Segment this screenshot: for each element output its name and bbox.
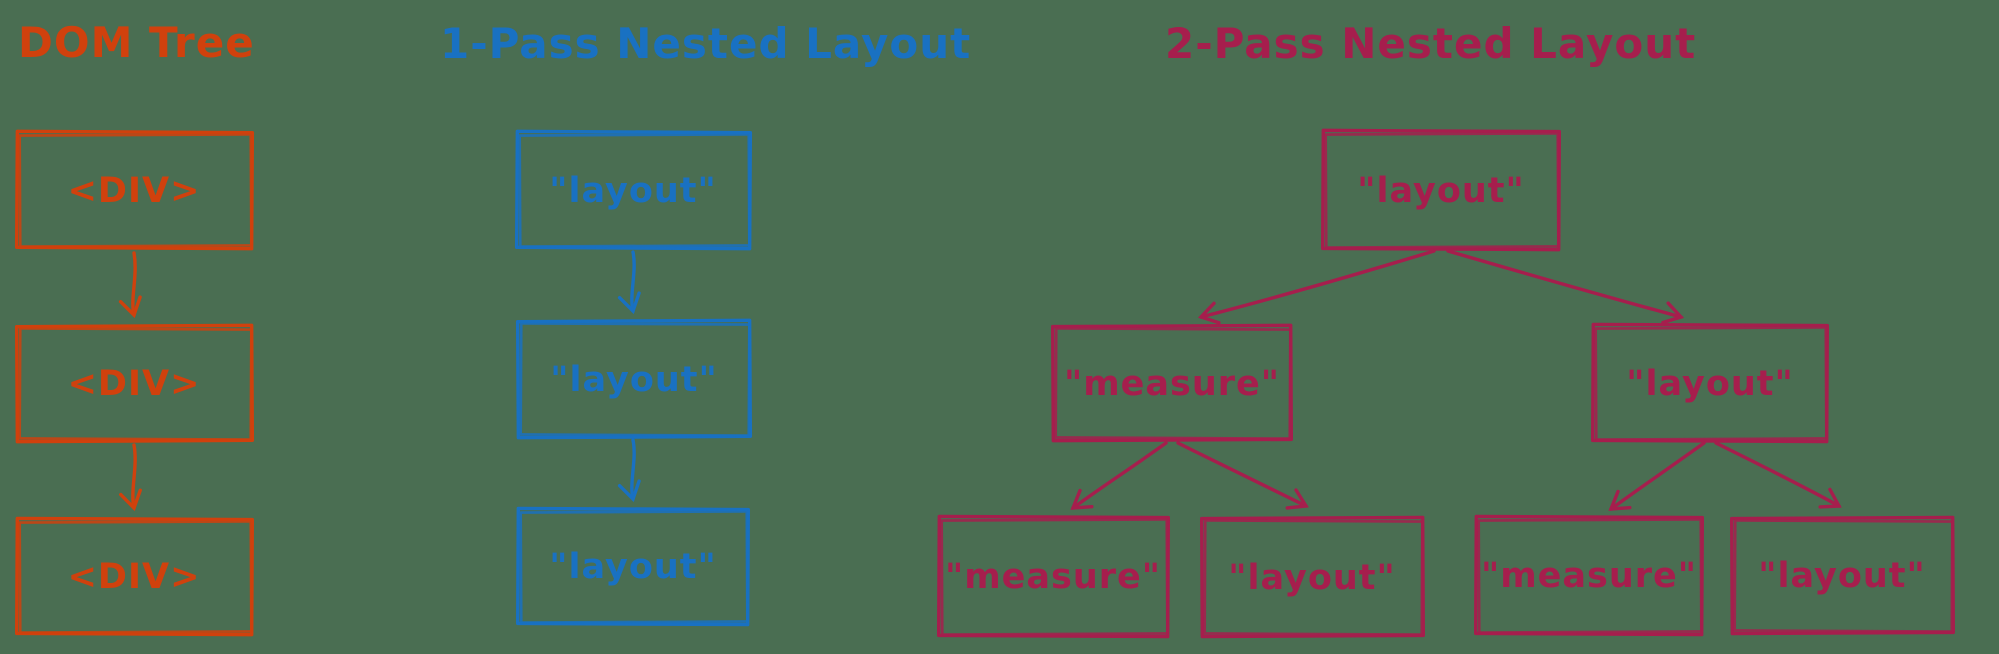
two-pass-l3-layout-1-label: "layout" [1228, 558, 1396, 598]
dom-node-2-label: <DIV> [68, 364, 201, 404]
two-pass-l2-measure-label: "measure" [1064, 364, 1280, 404]
box-outline-sketch [940, 518, 1169, 636]
arrow-root-to-measure [1197, 249, 1436, 325]
box-outline-sketch [18, 520, 253, 634]
box-outline-sketch [1324, 132, 1560, 249]
one-pass-node-3: "layout" [515, 506, 750, 627]
dom-node-2: <DIV> [14, 323, 255, 444]
dom-node-3-label: <DIV> [68, 557, 201, 597]
box-outline-sketch [18, 133, 253, 248]
box-outline-sketch [519, 322, 751, 437]
two-pass-l2-measure: "measure" [1051, 323, 1293, 443]
one-pass-node-3-label: "layout" [549, 547, 717, 587]
two-pass-l2-layout-label: "layout" [1626, 364, 1794, 404]
box-outline-sketch [519, 510, 749, 624]
two-pass-title: 2-Pass Nested Layout [1165, 19, 1696, 68]
two-pass-root-label: "layout" [1357, 171, 1525, 211]
arrow-measure-to-layout [1176, 441, 1309, 510]
box-outline-sketch [1594, 326, 1828, 441]
box-outline-sketch [518, 133, 751, 248]
arrow-layout-to-layout [1714, 441, 1842, 509]
box-outline-sketch [1054, 327, 1292, 440]
dom-tree-section: DOM Tree <DIV> <DIV> <DIV> [14, 18, 255, 637]
one-pass-title: 1-Pass Nested Layout [440, 19, 971, 68]
one-pass-node-1: "layout" [514, 129, 753, 251]
two-pass-l3-measure-2: "measure" [1473, 514, 1705, 637]
arrow-one-pass-1-2 [617, 250, 641, 315]
two-pass-l3-layout-2-label: "layout" [1758, 556, 1926, 596]
one-pass-section: 1-Pass Nested Layout "layout" "layout" "… [440, 19, 971, 627]
one-pass-node-2-label: "layout" [550, 360, 718, 400]
box-outline-sketch [1733, 519, 1954, 633]
two-pass-root: "layout" [1320, 128, 1562, 252]
arrow-measure-to-measure [1070, 441, 1168, 510]
box-outline-sketch [1477, 518, 1703, 634]
one-pass-node-2: "layout" [515, 318, 753, 440]
two-pass-l3-measure-2-label: "measure" [1481, 556, 1697, 596]
dom-node-3: <DIV> [14, 516, 254, 637]
dom-tree-title: DOM Tree [18, 18, 255, 67]
arrow-layout-to-measure [1608, 441, 1706, 511]
two-pass-l2-layout: "layout" [1590, 322, 1830, 444]
two-pass-l3-layout-1: "layout" [1199, 515, 1426, 639]
dom-node-1: <DIV> [14, 129, 255, 251]
dom-node-1-label: <DIV> [68, 171, 201, 211]
box-outline-sketch [1203, 519, 1424, 636]
arrow-one-pass-2-3 [617, 438, 641, 503]
two-pass-l3-measure-1-label: "measure" [945, 557, 1161, 597]
two-pass-l3-layout-2: "layout" [1730, 515, 1956, 636]
one-pass-node-1-label: "layout" [549, 171, 717, 211]
two-pass-l3-measure-1: "measure" [936, 514, 1171, 639]
arrow-dom-1-2 [118, 251, 142, 319]
arrow-dom-2-3 [119, 443, 143, 512]
arrow-root-to-layout [1446, 249, 1685, 325]
box-outline-sketch [18, 327, 253, 441]
two-pass-section: 2-Pass Nested Layout "layout" "measure" … [936, 19, 1956, 639]
